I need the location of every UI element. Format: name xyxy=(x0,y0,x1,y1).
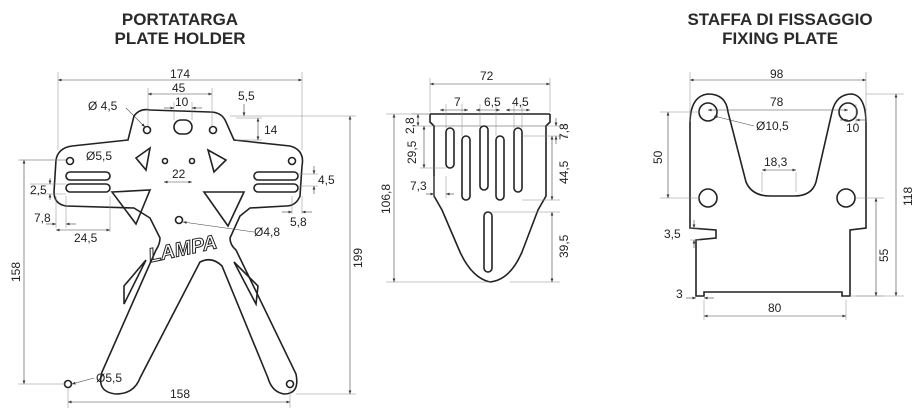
plate-holder-side-slot xyxy=(65,183,111,193)
plate-holder-hole xyxy=(188,157,196,165)
dim-158-horizontal: 158 xyxy=(170,387,190,401)
fixing-plate-outline xyxy=(689,93,867,297)
plate-holder-title: PORTATARGA PLATE HOLDER xyxy=(100,10,260,48)
dim-174: 174 xyxy=(170,67,190,81)
dim-118: 118 xyxy=(901,187,915,206)
dim-18-3: 18,3 xyxy=(764,155,788,169)
middle-bracket-outline xyxy=(429,114,551,283)
middle-slot xyxy=(513,127,523,193)
middle-slot xyxy=(445,127,455,169)
dim-14: 14 xyxy=(264,123,278,137)
dim-7-8-mid: 7,8 xyxy=(557,123,571,140)
middle-slot xyxy=(461,135,471,201)
dim-24-5: 24,5 xyxy=(74,231,98,245)
dim-2-5: 2,5 xyxy=(30,183,47,197)
plate-holder-top-slot xyxy=(173,119,193,135)
dim-hole-10-5: Ø10,5 xyxy=(756,119,789,133)
plate-holder-outline xyxy=(53,108,304,395)
dim-78: 78 xyxy=(770,95,784,109)
dim-4-5-right: 4,5 xyxy=(318,173,335,187)
dim-45: 45 xyxy=(172,81,186,95)
dim-hole-mid: Ø4,8 xyxy=(254,225,280,239)
fixing-plate-title: STAFFA DI FISSAGGIO FIXING PLATE xyxy=(660,10,900,48)
dim-4-5-mid: 4,5 xyxy=(512,95,529,109)
plate-holder-side-slot xyxy=(253,183,299,193)
dim-10-fixing: 10 xyxy=(846,121,860,135)
dim-44-5: 44,5 xyxy=(557,160,571,184)
plate-holder-title-en: PLATE HOLDER xyxy=(114,29,246,48)
plate-holder-hole xyxy=(65,156,75,166)
dim-55: 55 xyxy=(877,248,891,262)
plate-holder-hole xyxy=(208,125,218,135)
plate-holder-cutout xyxy=(206,148,228,174)
middle-slot xyxy=(495,135,505,201)
dim-6-5: 6,5 xyxy=(484,95,501,109)
plate-holder-cutout xyxy=(233,261,259,307)
fixing-plate-title-en: FIXING PLATE xyxy=(722,29,838,48)
middle-slot xyxy=(483,211,493,273)
plate-holder-hole xyxy=(142,125,152,135)
fixing-plate-drawing: 98 78 Ø10,5 10 50 18,3 118 3,5 55 3 xyxy=(651,67,915,320)
plate-holder-hole xyxy=(285,379,295,389)
dim-7: 7 xyxy=(454,95,461,109)
dim-hole-bottom: Ø5,5 xyxy=(96,371,122,385)
plate-holder-drawing: LAMPA 174 45 10 Ø 4,5 5,5 14 Ø5,5 22 4,5 xyxy=(9,67,365,408)
dim-5-8: 5,8 xyxy=(290,215,307,229)
dim-80: 80 xyxy=(768,301,782,315)
dim-199: 199 xyxy=(351,248,365,268)
plate-holder-cutout xyxy=(123,259,147,305)
dim-7-8: 7,8 xyxy=(34,211,51,225)
dim-10: 10 xyxy=(175,95,189,109)
dim-106-8: 106,8 xyxy=(379,184,393,214)
lampa-logo: LAMPA xyxy=(146,231,219,267)
dim-22: 22 xyxy=(172,167,186,181)
plate-holder-hole xyxy=(174,215,184,225)
fixing-plate-title-it: STAFFA DI FISSAGGIO xyxy=(687,10,873,29)
middle-slot xyxy=(479,125,489,191)
dim-5-5: 5,5 xyxy=(238,89,255,103)
plate-holder-cutout xyxy=(202,191,246,228)
middle-bracket-drawing: 72 7 6,5 4,5 2,8 7,8 29,5 106,8 7,3 xyxy=(379,69,571,283)
dim-29-5: 29,5 xyxy=(405,140,419,164)
dim-3: 3 xyxy=(676,287,683,301)
plate-holder-cutout xyxy=(110,189,152,226)
plate-holder-cutout xyxy=(134,146,152,172)
fixing-plate-hole xyxy=(698,188,718,208)
dim-50: 50 xyxy=(651,150,665,164)
fixing-plate-hole xyxy=(836,188,856,208)
dim-39-5: 39,5 xyxy=(557,234,571,258)
dim-hole-left: Ø5,5 xyxy=(86,149,112,163)
dim-hole-top: Ø 4,5 xyxy=(88,99,118,113)
plate-holder-side-slot xyxy=(253,171,299,181)
dim-2-8: 2,8 xyxy=(403,117,417,134)
dim-7-3: 7,3 xyxy=(410,179,427,193)
dim-3-5: 3,5 xyxy=(664,227,681,241)
plate-holder-title-it: PORTATARGA xyxy=(121,10,239,29)
plate-holder-hole xyxy=(287,156,297,166)
dim-158-vertical: 158 xyxy=(9,262,23,282)
plate-holder-side-slot xyxy=(65,171,111,181)
plate-holder-hole xyxy=(161,157,169,165)
fixing-plate-hole xyxy=(698,102,718,122)
fixing-plate-hole xyxy=(838,102,858,122)
dim-72: 72 xyxy=(480,69,494,83)
dim-98: 98 xyxy=(770,67,784,81)
